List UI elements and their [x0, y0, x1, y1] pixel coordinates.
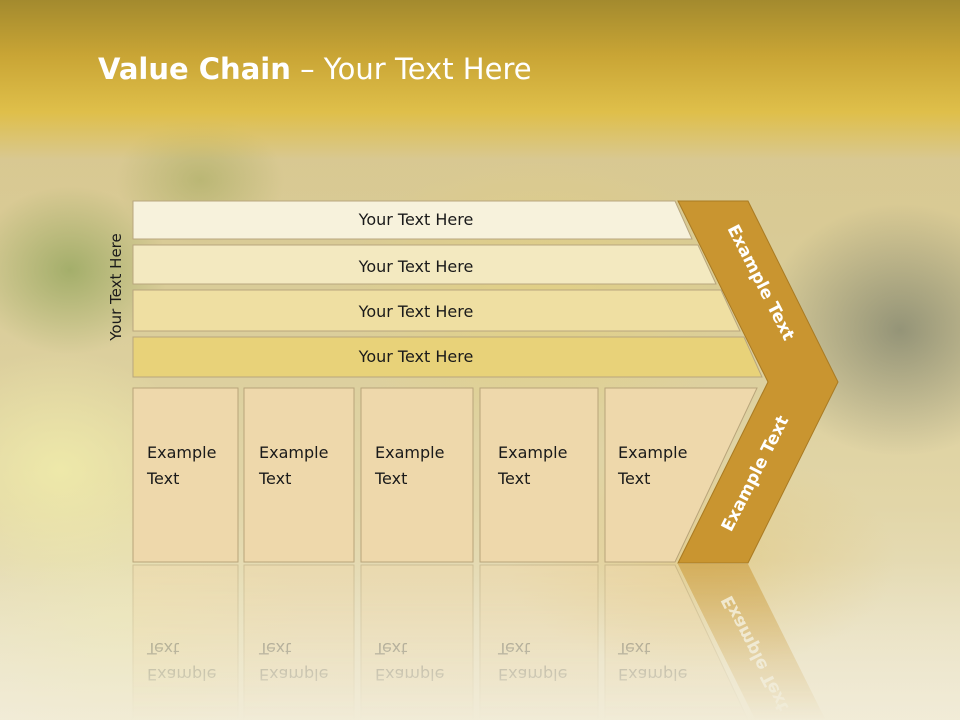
support-row-shape [132, 244, 717, 285]
support-row: Your Text Here [132, 244, 717, 285]
reflected-box [479, 564, 599, 720]
primary-box: Example Text [243, 387, 355, 563]
reflected-arrow-lower [678, 564, 826, 720]
reflected-text: Text [258, 639, 291, 658]
reflected-box [243, 564, 355, 720]
support-rows: Your Text Here Your Text Here Your Text … [132, 200, 763, 378]
primary-box: Example Text [479, 387, 599, 563]
support-row-label: Your Text Here [358, 257, 474, 276]
primary-box-line2: Text [374, 469, 407, 488]
primary-box-line2: Text [146, 469, 179, 488]
primary-box-line1: Example [498, 443, 567, 462]
reflection-group: Example Text Example Text Example Text E… [132, 564, 826, 720]
reflected-box [604, 564, 749, 720]
primary-box-line2: Text [258, 469, 291, 488]
primary-box: Example Text [132, 387, 239, 563]
support-row: Your Text Here [132, 200, 693, 240]
reflected-box [132, 564, 239, 720]
reflected-text: Text [146, 639, 179, 658]
primary-box-line1: Example [147, 443, 216, 462]
primary-box: Example Text [604, 387, 758, 563]
slide-title: Value Chain – Your Text Here [98, 52, 532, 86]
reflected-text: Example [259, 665, 328, 684]
reflected-box [360, 564, 474, 720]
reflected-text: Example [147, 665, 216, 684]
support-row-label: Your Text Here [358, 347, 474, 366]
primary-box: Example Text [360, 387, 474, 563]
support-row-shape [132, 289, 741, 332]
title-rest: – Your Text Here [290, 52, 532, 86]
primary-box-line1: Example [375, 443, 444, 462]
reflected-text: Example [498, 665, 567, 684]
margin-arrow-shape [677, 200, 839, 564]
primary-box-shape [604, 387, 758, 563]
primary-box-shape [479, 387, 599, 563]
reflected-text: Text [617, 639, 650, 658]
reflected-boxes: Example Text Example Text Example Text E… [132, 564, 749, 720]
support-row-label: Your Text Here [358, 302, 474, 321]
reflected-text: Text [497, 639, 530, 658]
title-bold: Value Chain [98, 52, 291, 86]
reflected-text: Example [375, 665, 444, 684]
primary-box-shape [360, 387, 474, 563]
support-row-label: Your Text Here [358, 210, 474, 229]
reflection: Example Text Example Text Example Text E… [132, 564, 826, 720]
reflected-text: Text [374, 639, 407, 658]
support-row-shape [132, 336, 763, 378]
primary-box-line1: Example [618, 443, 687, 462]
primary-box-line1: Example [259, 443, 328, 462]
primary-box-line2: Text [497, 469, 530, 488]
support-row: Your Text Here [132, 289, 741, 332]
reflected-text: Example [618, 665, 687, 684]
header-band [0, 0, 960, 160]
primary-boxes: Example Text Example Text Example Text E… [132, 387, 758, 563]
primary-box-shape [132, 387, 239, 563]
primary-box-shape [243, 387, 355, 563]
support-row: Your Text Here [132, 336, 763, 378]
primary-box-line2: Text [617, 469, 650, 488]
support-row-shape [132, 200, 693, 240]
